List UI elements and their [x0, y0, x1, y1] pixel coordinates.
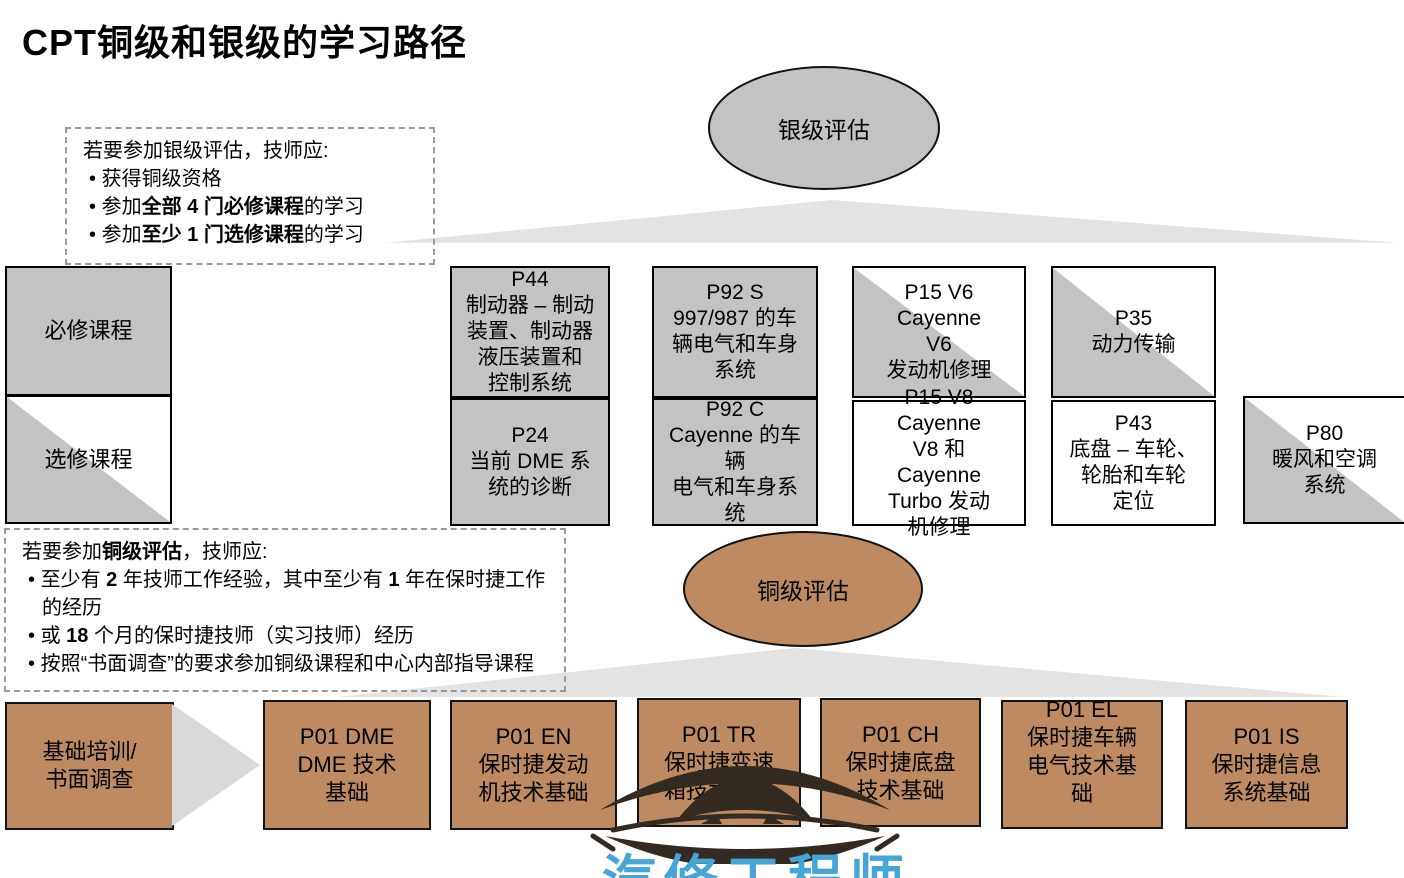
course-box-p43: P43 底盘 – 车轮、 轮胎和车轮 定位 [1051, 400, 1216, 526]
bronze-assessment-label: 铜级评估 [757, 578, 849, 604]
course-box-p15v8: P15 V8 Cayenne V8 和 Cayenne Turbo 发动 机修理 [852, 386, 1026, 539]
silver-funnel-shape [385, 200, 1397, 243]
legend-required-label: 必修课程 [44, 318, 133, 343]
silver-note-bullet-3: • 参加至少 1 门选修课程的学习 [89, 224, 364, 246]
course-p01is-text: P01 IS 保时捷信息 系统基础 [1211, 723, 1322, 805]
course-p15v6-text: P15 V6 Cayenne V6 发动机修理 [886, 281, 992, 382]
course-box-p92c: P92 C Cayenne 的车 辆 电气和车身系 统 [652, 398, 818, 526]
course-box-p01el: P01 EL 保时捷车辆 电气技术基 础 [1001, 697, 1163, 829]
legend-elective-label: 选修课程 [44, 446, 133, 472]
silver-note-bullet-1: • 获得铜级资格 [89, 168, 222, 190]
bronze-assessment-ellipse: 铜级评估 [683, 531, 923, 647]
foundation-text: 基础培训/ 书面调查 [42, 739, 137, 792]
silver-note-heading: 若要参加银级评估，技师应: [83, 140, 329, 162]
bullet-icon: • [28, 653, 36, 675]
car-logo-icon [590, 766, 900, 864]
course-p01ch-text: P01 CH 保时捷底盘 技术基础 [845, 721, 956, 803]
course-p15v8-text: P15 V8 Cayenne V8 和 Cayenne Turbo 发动 机修理 [888, 386, 990, 539]
course-box-p24: P24 当前 DME 系 统的诊断 [450, 398, 610, 526]
course-p92s-text: P92 S 997/987 的车 辆电气和车身 系统 [672, 281, 798, 382]
bullet-icon: • [28, 625, 36, 647]
course-p92c-text: P92 C Cayenne 的车 辆 电气和车身系 统 [669, 398, 801, 525]
course-p80-text: P80 暖风和空调 系统 [1272, 422, 1377, 497]
legend-elective-box: 选修课程 [5, 395, 172, 524]
course-box-p44: P44 制动器 – 制动 装置、制动器 液压装置和 控制系统 [450, 266, 610, 398]
silver-note-bullet-2: • 参加全部 4 门必修课程的学习 [89, 196, 364, 218]
page-title: CPT铜级和银级的学习路径 [22, 22, 468, 63]
course-p44-text: P44 制动器 – 制动 装置、制动器 液压装置和 控制系统 [465, 268, 595, 395]
bronze-note-bullet-2: • 或 18 个月的保时捷技师（实习技师）经历 [28, 625, 414, 647]
bronze-note-bullet-3: • 按照“书面调查”的要求参加铜级课程和中心内部指导课程 [28, 653, 534, 675]
silver-assessment-label: 银级评估 [778, 117, 870, 143]
silver-assessment-ellipse: 银级评估 [708, 66, 940, 190]
bullet-icon: • [89, 168, 97, 190]
bullet-icon: • [89, 224, 97, 246]
course-box-p01en: P01 EN 保时捷发动 机技术基础 [450, 700, 617, 830]
legend-required-box: 必修课程 [5, 266, 172, 396]
bullet-icon: • [89, 196, 97, 218]
course-box-p01is: P01 IS 保时捷信息 系统基础 [1185, 700, 1348, 829]
course-box-p35: P35 动力传输 [1051, 266, 1216, 398]
bronze-note-bullet-1: • 至少有 2 年技师工作经验，其中至少有 1 年在保时捷工作的经历 [28, 569, 546, 619]
silver-requirements-note: 若要参加银级评估，技师应: • 获得铜级资格 • 参加全部 4 门必修课程的学习… [65, 127, 435, 265]
bronze-requirements-note: 若要参加铜级评估，技师应: • 至少有 2 年技师工作经验，其中至少有 1 年在… [4, 528, 566, 692]
flow-arrow-icon [172, 704, 260, 826]
course-p35-text: P35 动力传输 [1091, 307, 1176, 356]
watermark-text: 汽修工程师 [602, 836, 912, 878]
course-p01dme-text: P01 DME DME 技术 基础 [297, 724, 397, 805]
course-box-p15v6: P15 V6 Cayenne V6 发动机修理 [852, 266, 1026, 398]
course-p01en-text: P01 EN 保时捷发动 机技术基础 [478, 724, 589, 805]
bronze-note-heading: 若要参加铜级评估，技师应: [22, 541, 268, 563]
course-box-p92s: P92 S 997/987 的车 辆电气和车身 系统 [652, 266, 818, 398]
course-p43-text: P43 底盘 – 车轮、 轮胎和车轮 定位 [1069, 412, 1198, 513]
course-p24-text: P24 当前 DME 系 统的诊断 [469, 424, 591, 499]
course-box-p80: P80 暖风和空调 系统 [1243, 396, 1404, 524]
foundation-box: 基础培训/ 书面调查 [5, 702, 174, 830]
course-p01el-text: P01 EL 保时捷车辆 电气技术基 础 [1026, 696, 1137, 806]
course-box-p01dme: P01 DME DME 技术 基础 [263, 700, 431, 830]
course-box-p01ch: P01 CH 保时捷底盘 技术基础 [820, 698, 981, 827]
bullet-icon: • [28, 569, 36, 591]
